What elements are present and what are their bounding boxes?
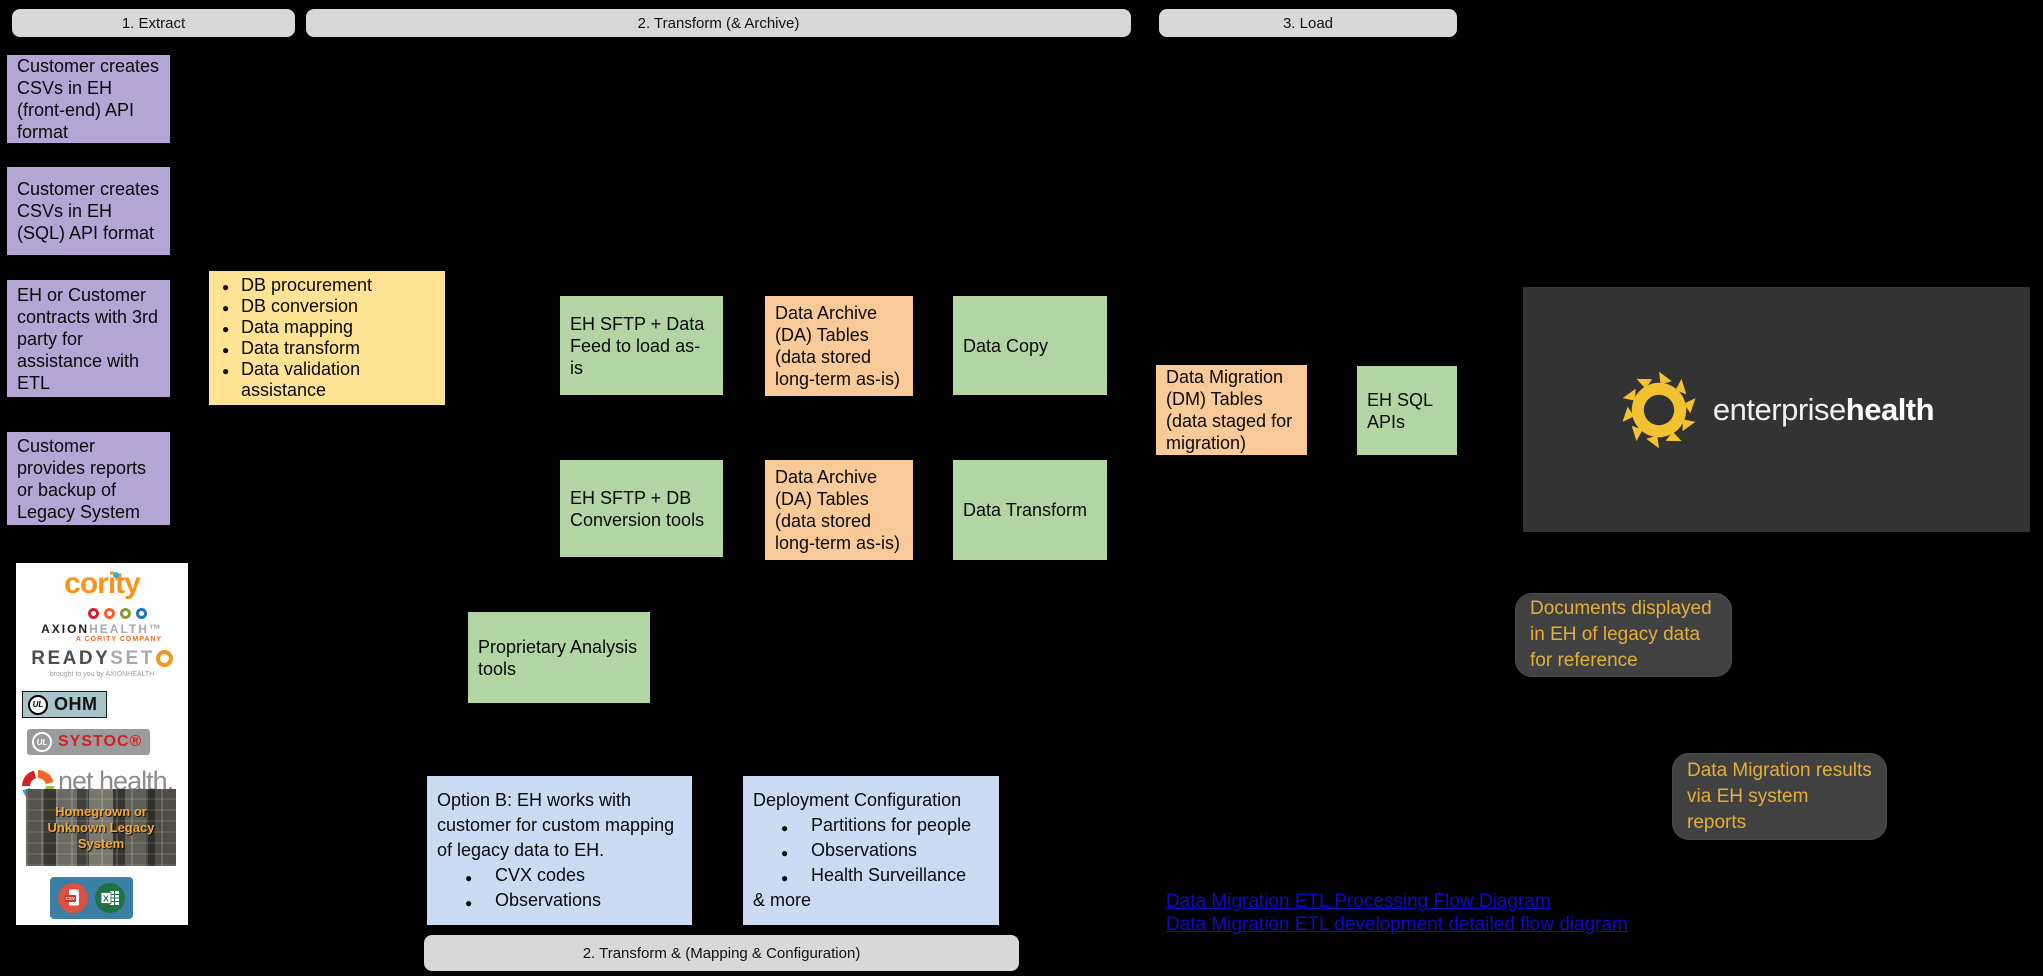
enterprise-health-wordmark: enterprisehealth: [1712, 391, 1935, 428]
deployment-footer: & more: [753, 890, 812, 910]
axion-dots-icon: [88, 608, 147, 619]
link-etl-processing-flow-diagram[interactable]: Data Migration ETL Processing Flow Diagr…: [1166, 891, 1551, 912]
legacy-systems-panel: cority AXIONHEALTH™ A CORITY COMPANY REA…: [16, 563, 188, 925]
readyset-ring-icon: [155, 650, 173, 668]
box-label: EH SFTP + DB Conversion tools: [570, 487, 705, 530]
deployment-configuration-box: Deployment Configuration Partitions for …: [743, 776, 999, 925]
box-label: Customer provides reports or backup of L…: [17, 435, 147, 522]
list-item: Health Surveillance: [753, 863, 971, 891]
svg-text:X: X: [103, 893, 109, 903]
list-item: Data mapping: [219, 317, 435, 340]
stage-transform-button: 2. Transform (& Archive): [304, 7, 1133, 39]
eh-sql-apis-box: EH SQL APIs: [1357, 366, 1457, 455]
box-label: Data Archive (DA) Tables (data stored lo…: [775, 303, 901, 389]
list-item: Observations: [753, 838, 971, 866]
ohm-logo: UL OHM: [22, 691, 107, 718]
axion-subtitle: A CORITY COMPANY: [75, 636, 163, 643]
readyset-logo: READYSET: [16, 648, 188, 670]
extract-source-box-3rd-party: EH or Customer contracts with 3rd party …: [7, 280, 170, 397]
note-migration-results: Data Migration results via EH system rep…: [1672, 753, 1887, 840]
set-text: SET: [110, 648, 155, 669]
axion-health-logo: AXIONHEALTH™: [16, 622, 188, 636]
sftp-data-feed-box: EH SFTP + Data Feed to load as-is: [560, 296, 723, 395]
extract-source-box-sql-csv: Customer creates CSVs in EH (SQL) API fo…: [7, 167, 170, 255]
homegrown-legacy-system-image: Homegrown or Unknown Legacy System: [26, 789, 176, 866]
ohm-text: OHM: [54, 694, 98, 714]
axion-text: AXION: [41, 622, 90, 636]
list-item: Observations: [437, 888, 682, 916]
note-text: Documents displayed in EH of legacy data…: [1530, 598, 1712, 671]
box-label: Proprietary Analysis tools: [478, 636, 638, 679]
extract-source-box-legacy-backup: Customer provides reports or backup of L…: [7, 432, 170, 525]
box-label: EH SQL APIs: [1367, 389, 1433, 432]
ul-icon: UL: [32, 732, 52, 752]
cority-logo: cority: [64, 567, 141, 600]
brand-health-text: health: [1845, 391, 1935, 427]
data-archive-tables-box-2: Data Archive (DA) Tables (data stored lo…: [765, 460, 913, 560]
list-item: DB procurement: [219, 275, 435, 298]
option-b-text: Option B: EH works with customer for cus…: [437, 790, 675, 860]
proprietary-analysis-tools-box: Proprietary Analysis tools: [468, 612, 650, 703]
enterprise-health-logo-icon: [1622, 371, 1696, 448]
data-transform-box: Data Transform: [953, 460, 1107, 560]
enterprise-health-panel: enterprisehealth: [1523, 287, 2030, 532]
file-formats-badge: CSV X: [50, 877, 133, 919]
box-label: EH SFTP + Data Feed to load as-is: [570, 313, 705, 378]
sftp-db-conversion-box: EH SFTP + DB Conversion tools: [560, 460, 723, 557]
brand-enterprise-text: enterprise: [1712, 391, 1846, 427]
readyset-subtitle: brought to you by AXIONHEALTH: [49, 671, 155, 678]
note-documents-displayed: Documents displayed in EH of legacy data…: [1515, 593, 1732, 677]
axion-health-text: HEALTH™: [89, 622, 163, 636]
box-label: Data Transform: [963, 500, 1088, 520]
box-label: Customer creates CSVs in EH (SQL) API fo…: [17, 179, 160, 243]
stage-transform-mapping-button: 2. Transform & (Mapping & Configuration): [422, 933, 1021, 973]
data-copy-box: Data Copy: [953, 296, 1107, 395]
box-label: EH or Customer contracts with 3rd party …: [17, 284, 159, 393]
list-item: Data transform: [219, 338, 435, 361]
deployment-title: Deployment Configuration: [753, 790, 962, 810]
stage-extract-button: 1. Extract: [10, 7, 297, 39]
option-b-bullets: CVX codes Observations: [437, 863, 682, 916]
extract-source-box-frontend-csv: Customer creates CSVs in EH (front-end) …: [7, 55, 170, 143]
deployment-bullets: Partitions for people Observations Healt…: [753, 813, 971, 891]
excel-icon: X: [95, 883, 125, 913]
stage-load-button: 3. Load: [1157, 7, 1459, 39]
list-item: CVX codes: [437, 863, 682, 891]
homegrown-caption: Homegrown or Unknown Legacy System: [47, 803, 155, 851]
box-label: Data Migration (DM) Tables (data staged …: [1166, 367, 1293, 453]
list-item: DB conversion: [219, 296, 435, 319]
systoc-text: SYSTOC®: [58, 733, 143, 750]
third-party-task-list: DB procurement DB conversion Data mappin…: [219, 275, 435, 401]
data-migration-tables-box: Data Migration (DM) Tables (data staged …: [1156, 365, 1307, 455]
option-b-mapping-box: Option B: EH works with customer for cus…: [427, 776, 692, 925]
csv-icon: CSV: [58, 883, 88, 913]
ul-icon: UL: [28, 694, 48, 715]
link-etl-development-detailed-flow-diagram[interactable]: Data Migration ETL development detailed …: [1166, 914, 1628, 935]
systoc-logo: UL SYSTOC®: [27, 729, 150, 755]
third-party-tasks-box: DB procurement DB conversion Data mappin…: [209, 271, 445, 405]
cority-dot-icon: [113, 572, 119, 578]
box-label: Data Copy: [963, 335, 1049, 356]
box-label: Data Archive (DA) Tables (data stored lo…: [775, 467, 901, 553]
list-item: Partitions for people: [753, 813, 971, 841]
note-text: Data Migration results via EH system rep…: [1687, 759, 1872, 833]
data-archive-tables-box-1: Data Archive (DA) Tables (data stored lo…: [765, 296, 913, 396]
list-item: Data validation assistance: [219, 359, 435, 401]
svg-text:CSV: CSV: [65, 896, 75, 901]
box-label: Customer creates CSVs in EH (front-end) …: [17, 56, 160, 142]
ready-text: READY: [31, 648, 111, 669]
